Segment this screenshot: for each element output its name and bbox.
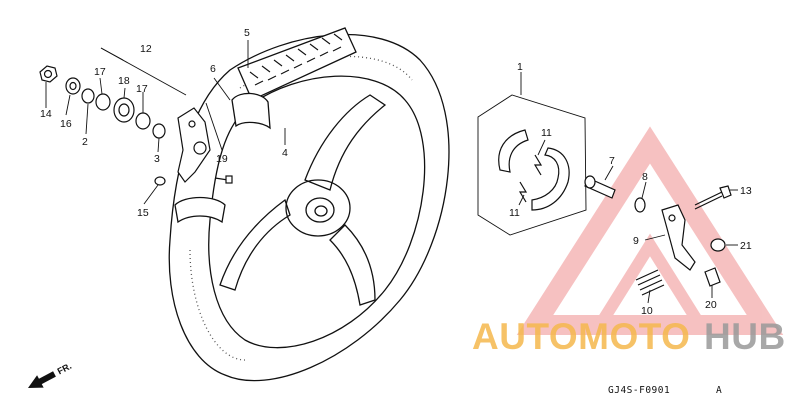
hub-outer (285, 179, 351, 237)
watermark-triangle-logo (516, 126, 784, 335)
nut-21 (710, 238, 726, 252)
bracket-19 (177, 107, 211, 183)
callout-2: 2 (82, 136, 88, 148)
callout-16: 16 (60, 118, 72, 130)
svg-text:AUTOMOTO: AUTOMOTO (472, 316, 690, 357)
callout-13: 13 (740, 185, 752, 197)
collar-3 (152, 123, 166, 139)
hub-bearing-parts (39, 65, 233, 186)
brake-arm-9 (661, 204, 696, 271)
callout-8: 8 (642, 171, 648, 183)
callout-17b: 17 (136, 83, 148, 95)
callout-4: 4 (282, 147, 288, 159)
hub-inner (305, 197, 335, 223)
callout-11a: 11 (541, 127, 552, 139)
front-direction-arrow: FR. (28, 361, 73, 388)
svg-text:GJ4S-F0901: GJ4S-F0901 (608, 385, 670, 396)
spoke-left (219, 198, 291, 291)
brake-shoes (498, 129, 570, 211)
callout-14: 14 (40, 108, 52, 120)
spoke-bottom-right (329, 224, 376, 306)
indicator-8 (634, 197, 646, 213)
tire-outline (168, 33, 450, 382)
callout-7: 7 (609, 155, 615, 167)
bolt-13 (694, 185, 732, 210)
callout-5: 5 (244, 27, 250, 39)
pin-20 (704, 267, 721, 287)
seal-17a (95, 93, 111, 111)
wheel-assembly (168, 27, 450, 382)
brake-arm-parts (584, 175, 732, 296)
seal-17b (135, 112, 151, 130)
watermark-wordmark: AUTOMOTO HUB (472, 316, 786, 357)
svg-text:HUB: HUB (704, 316, 786, 357)
callout-labels: 1 2 3 4 5 6 7 8 9 10 11 11 12 13 14 15 1… (40, 27, 752, 317)
callout-12: 12 (140, 43, 152, 55)
callout-19: 19 (216, 153, 228, 165)
callout-3: 3 (154, 153, 160, 165)
spring-10 (635, 269, 665, 296)
callout-10: 10 (641, 305, 653, 317)
brake-panel-box (477, 94, 587, 236)
nut-15 (154, 176, 166, 186)
tire-tread (237, 27, 357, 101)
spoke-top (304, 94, 387, 191)
svg-text:FR.: FR. (56, 361, 73, 377)
callout-9: 9 (633, 235, 639, 247)
callout-21: 21 (740, 240, 752, 252)
callout-1: 1 (517, 61, 523, 73)
svg-text:A: A (716, 385, 722, 396)
reference-code: GJ4S-F0901 A (608, 385, 722, 396)
tire-section-bottom (174, 196, 226, 224)
callout-20: 20 (705, 299, 717, 311)
tube-section (231, 92, 271, 130)
callout-17a: 17 (94, 66, 106, 78)
callout-18: 18 (118, 75, 130, 87)
leader-lines (45, 40, 738, 304)
callout-15: 15 (137, 207, 149, 219)
callout-11b: 11 (509, 207, 520, 219)
callout-6: 6 (210, 63, 216, 75)
collar-2 (81, 88, 95, 104)
